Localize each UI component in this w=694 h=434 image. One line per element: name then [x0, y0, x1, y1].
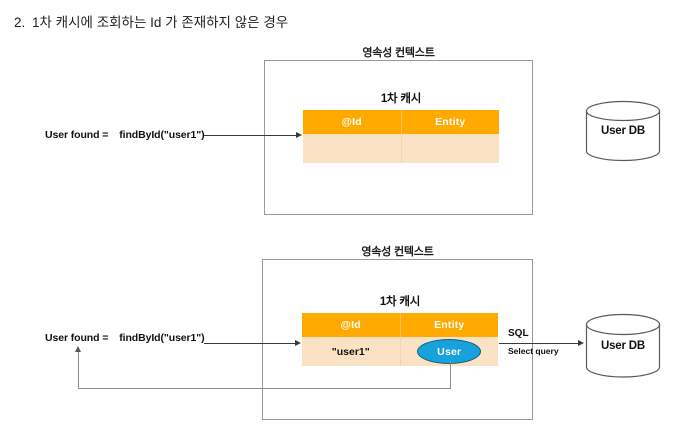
database-icon — [585, 100, 661, 162]
user-db-label-1: User DB — [601, 125, 645, 137]
sql-arrow-head — [578, 339, 584, 346]
return-path-arrow-head — [74, 346, 81, 352]
cache-col-entity-header-1: Entity — [435, 116, 466, 128]
cache-cell-entity-1 — [402, 134, 500, 163]
select-query-label: Select query — [508, 346, 559, 356]
lookup-arrow-head-1 — [296, 131, 302, 138]
user-db-cylinder-1: User DB — [585, 100, 661, 162]
heading-text: 1차 캐시에 조회하는 Id 가 존재하지 않은 경우 — [32, 15, 289, 30]
cache-cell-entity-2: User — [401, 337, 499, 366]
expression-text-1: findById("user1") — [119, 129, 205, 141]
persistence-context-title-1: 영속성 컨텍스트 — [362, 47, 435, 59]
find-by-id-call-label-1: User found = findById("user1") — [45, 129, 205, 141]
first-level-cache-title-2: 1차 캐시 — [379, 296, 421, 308]
sql-arrow-line — [499, 343, 578, 344]
cache-col-id-header-1: @Id — [303, 110, 402, 134]
first-level-cache-table-2: @Id Entity "user1" User — [302, 313, 498, 366]
lookup-arrow-line-1 — [204, 135, 296, 136]
expression-text-2: findById("user1") — [119, 332, 205, 344]
persistence-context-title-2: 영속성 컨텍스트 — [361, 246, 434, 258]
lookup-arrow-head-2 — [295, 339, 301, 346]
return-path-vertical-from-entity — [450, 361, 451, 389]
user-db-cylinder-2: User DB — [585, 313, 661, 379]
cache-col-entity-header-2: Entity — [434, 319, 465, 331]
first-level-cache-table-1: @Id Entity — [303, 110, 499, 163]
find-by-id-call-label-2: User found = findById("user1") — [45, 332, 205, 344]
cache-table-row-2: "user1" User — [302, 337, 498, 366]
page-heading: 2. 1차 캐시에 조회하는 Id 가 존재하지 않은 경우 — [14, 14, 288, 32]
database-icon-2 — [585, 313, 661, 378]
cache-cell-id-1 — [303, 134, 402, 163]
assignment-text-1: User found = — [45, 129, 109, 141]
cache-cell-id-2: "user1" — [302, 337, 401, 366]
user-db-label-2: User DB — [601, 340, 645, 352]
return-path-vertical-to-label — [78, 352, 79, 388]
entity-bubble-user: User — [417, 339, 482, 364]
sql-label: SQL — [508, 328, 529, 339]
cache-table-row-1 — [303, 134, 499, 163]
cache-col-id-header-2: @Id — [302, 313, 401, 337]
cache-table-header-row-1: @Id Entity — [303, 110, 499, 134]
cache-table-header-row-2: @Id Entity — [302, 313, 498, 337]
assignment-text-2: User found = — [45, 332, 109, 344]
first-level-cache-title-1: 1차 캐시 — [380, 93, 422, 105]
lookup-arrow-line-2 — [204, 343, 295, 344]
heading-number: 2. — [14, 15, 26, 30]
return-path-horizontal — [78, 388, 450, 389]
